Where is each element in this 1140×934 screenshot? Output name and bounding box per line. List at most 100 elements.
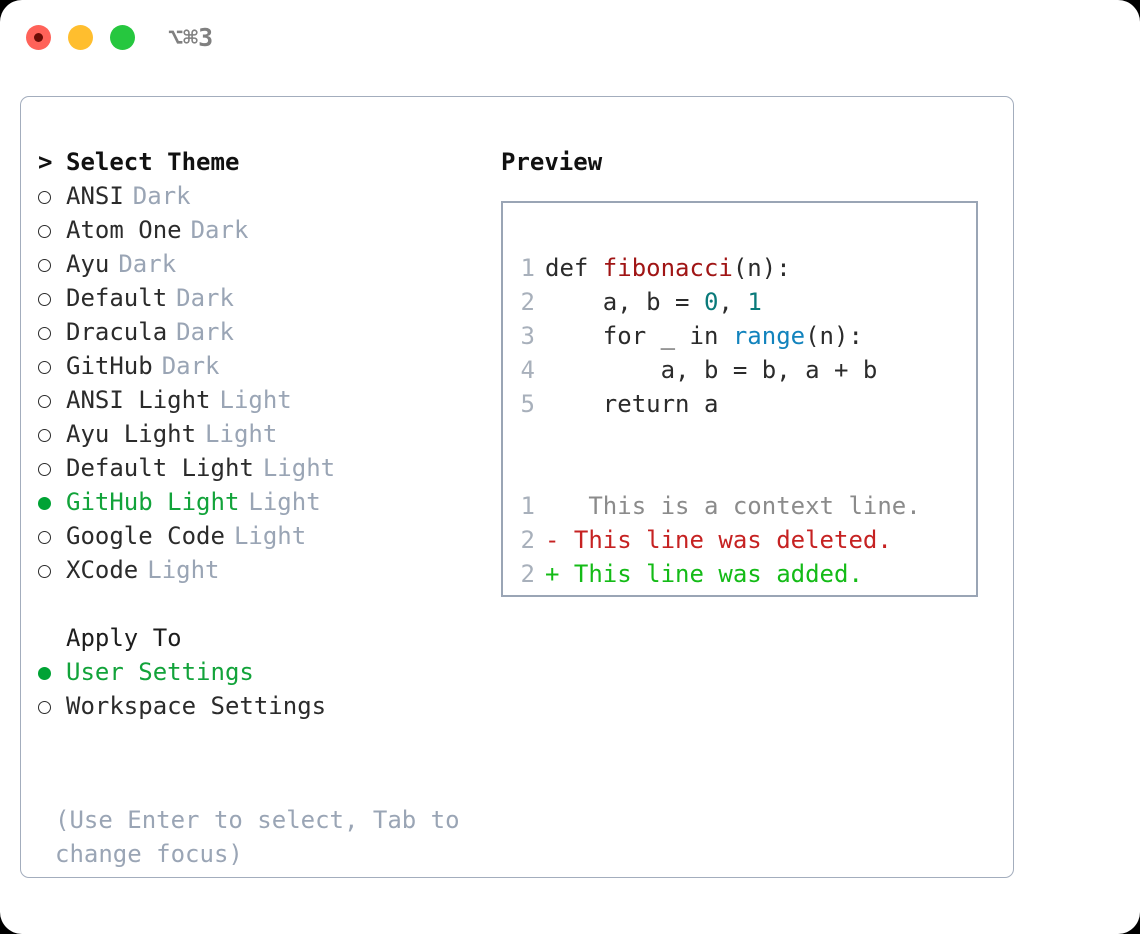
theme-category: Light	[205, 420, 278, 448]
code-blank-line	[515, 421, 976, 455]
line-number: 1	[520, 492, 535, 520]
code-line: 4 a, b = b, a + b	[515, 353, 976, 387]
theme-list-item[interactable]: Dracula Dark	[38, 315, 483, 349]
radio-icon[interactable]	[38, 181, 66, 215]
theme-name: Ayu Light	[66, 420, 197, 448]
minimize-button[interactable]	[68, 25, 93, 50]
line-number: 2	[520, 526, 535, 554]
code-line: 3 for _ in range(n):	[515, 319, 976, 353]
theme-category: Dark	[118, 250, 177, 278]
theme-list-item[interactable]: ANSI Light Light	[38, 383, 483, 417]
window-controls	[26, 25, 135, 50]
theme-list-item[interactable]: Google Code Light	[38, 519, 483, 553]
diff-text: This is a context line.	[559, 492, 921, 520]
theme-name: ANSI Light	[66, 386, 211, 414]
theme-category: Light	[147, 556, 220, 584]
select-theme-header: > Select Theme	[38, 145, 483, 179]
code-token-number: 0	[703, 288, 719, 316]
line-number: 3	[520, 322, 535, 350]
apply-to-item[interactable]: Workspace Settings	[38, 689, 483, 723]
diff-sign: -	[545, 526, 560, 554]
keyboard-hint: (Use Enter to select, Tab to change focu…	[55, 806, 460, 868]
diff-sign: +	[545, 560, 560, 588]
radio-icon[interactable]	[38, 419, 66, 453]
theme-list-item[interactable]: XCode Light	[38, 553, 483, 587]
radio-icon[interactable]	[38, 521, 66, 555]
radio-icon[interactable]	[38, 555, 66, 589]
line-number: 4	[520, 356, 535, 384]
apply-to-header: Apply To	[38, 621, 483, 655]
radio-icon-selected[interactable]	[38, 657, 66, 691]
apply-to-label: Workspace Settings	[66, 692, 327, 720]
code-token: (n):	[732, 254, 791, 282]
theme-category: Dark	[176, 318, 234, 346]
theme-category: Light	[248, 488, 321, 516]
theme-name: XCode	[66, 556, 139, 584]
radio-icon[interactable]	[38, 453, 66, 487]
theme-category: Light	[233, 522, 307, 550]
theme-list-item-selected[interactable]: GitHub Light Light	[38, 485, 483, 519]
select-theme-title: Select Theme	[66, 148, 240, 176]
diff-text: This line was added.	[559, 560, 863, 588]
code-token: (n):	[805, 322, 863, 350]
title-bar: ⌥⌘3	[0, 0, 1140, 78]
diff-line-deleted: 2- This line was deleted.	[515, 523, 976, 557]
code-token-number: 1	[747, 288, 762, 316]
close-button[interactable]	[26, 25, 51, 50]
radio-icon-selected[interactable]	[38, 487, 66, 521]
caret-prefix-icon: >	[38, 148, 53, 176]
preview-title: Preview	[501, 148, 603, 176]
maximize-button[interactable]	[110, 25, 135, 50]
theme-list-item[interactable]: GitHub Dark	[38, 349, 483, 383]
theme-name: GitHub	[66, 352, 153, 380]
theme-list-item[interactable]: Ayu Light Light	[38, 417, 483, 451]
radio-icon[interactable]	[38, 215, 66, 249]
radio-icon[interactable]	[38, 691, 66, 725]
theme-list-item[interactable]: Atom One Dark	[38, 213, 483, 247]
theme-category: Dark	[161, 352, 220, 380]
theme-name: Google Code	[66, 522, 225, 550]
theme-name: Default	[66, 284, 168, 312]
line-number: 5	[520, 390, 535, 418]
code-token: return a	[545, 390, 719, 418]
line-number: 1	[520, 254, 535, 282]
line-number: 2	[520, 288, 535, 316]
code-token-builtin: range	[732, 322, 806, 350]
line-number: 2	[520, 560, 535, 588]
theme-list-item[interactable]: Default Dark	[38, 281, 483, 315]
radio-icon[interactable]	[38, 317, 66, 351]
apply-to-marker	[38, 621, 66, 655]
code-token: ,	[718, 288, 748, 316]
radio-icon[interactable]	[38, 385, 66, 419]
theme-name: Dracula	[66, 318, 168, 346]
code-token: def	[545, 254, 603, 282]
theme-name: Default Light	[66, 454, 254, 482]
apply-to-list: User Settings Workspace Settings	[38, 655, 483, 723]
diff-line-added: 2 + This line was added.	[515, 557, 976, 591]
code-blank-line	[515, 455, 976, 489]
theme-category: Light	[219, 386, 292, 414]
radio-icon[interactable]	[38, 249, 66, 283]
theme-category: Dark	[190, 216, 249, 244]
code-token: a, b =	[545, 288, 704, 316]
apply-to-title: Apply To	[66, 624, 182, 652]
theme-category: Dark	[176, 284, 234, 312]
theme-name: Atom One	[66, 216, 182, 244]
apply-to-item-selected[interactable]: User Settings	[38, 655, 483, 689]
diff-sign	[545, 489, 559, 523]
radio-icon[interactable]	[38, 351, 66, 385]
theme-category: Dark	[132, 182, 191, 210]
radio-icon[interactable]	[38, 283, 66, 317]
code-line: 5 return a	[515, 387, 976, 421]
theme-name: GitHub Light	[66, 488, 240, 516]
code-line: 2 a, b = 0, 1	[515, 285, 976, 319]
